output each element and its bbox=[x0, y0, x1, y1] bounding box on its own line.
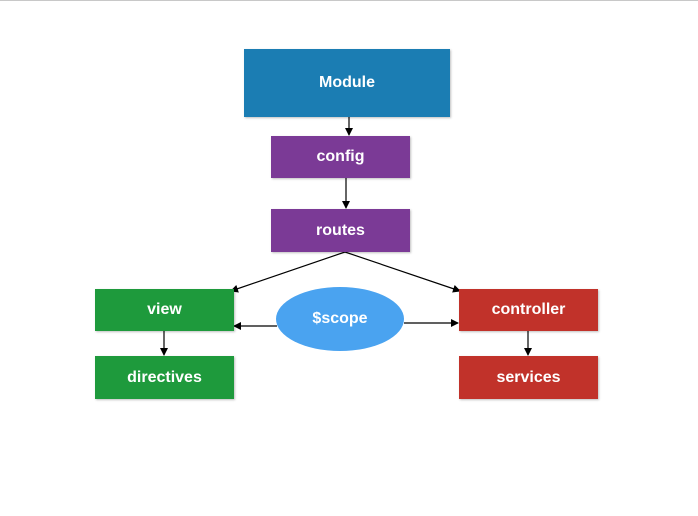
module-node: Module bbox=[244, 49, 450, 117]
view-node: view bbox=[95, 289, 234, 331]
top-border bbox=[0, 0, 698, 1]
services-label: services bbox=[496, 368, 561, 386]
services-node: services bbox=[459, 356, 598, 399]
controller-node: controller bbox=[459, 289, 598, 331]
scope-node: $scope bbox=[276, 287, 404, 351]
edge-routes-controller bbox=[344, 251, 461, 293]
scope-label: $scope bbox=[312, 310, 368, 327]
directives-label: directives bbox=[127, 368, 202, 386]
routes-label: routes bbox=[316, 221, 365, 239]
view-label: view bbox=[147, 301, 182, 318]
module-label: Module bbox=[319, 74, 375, 91]
controller-label: controller bbox=[491, 301, 566, 318]
config-node: config bbox=[271, 136, 410, 178]
routes-node: routes bbox=[271, 209, 410, 252]
edge-routes-view bbox=[230, 251, 346, 293]
directives-node: directives bbox=[95, 356, 234, 399]
config-label: config bbox=[316, 148, 365, 165]
